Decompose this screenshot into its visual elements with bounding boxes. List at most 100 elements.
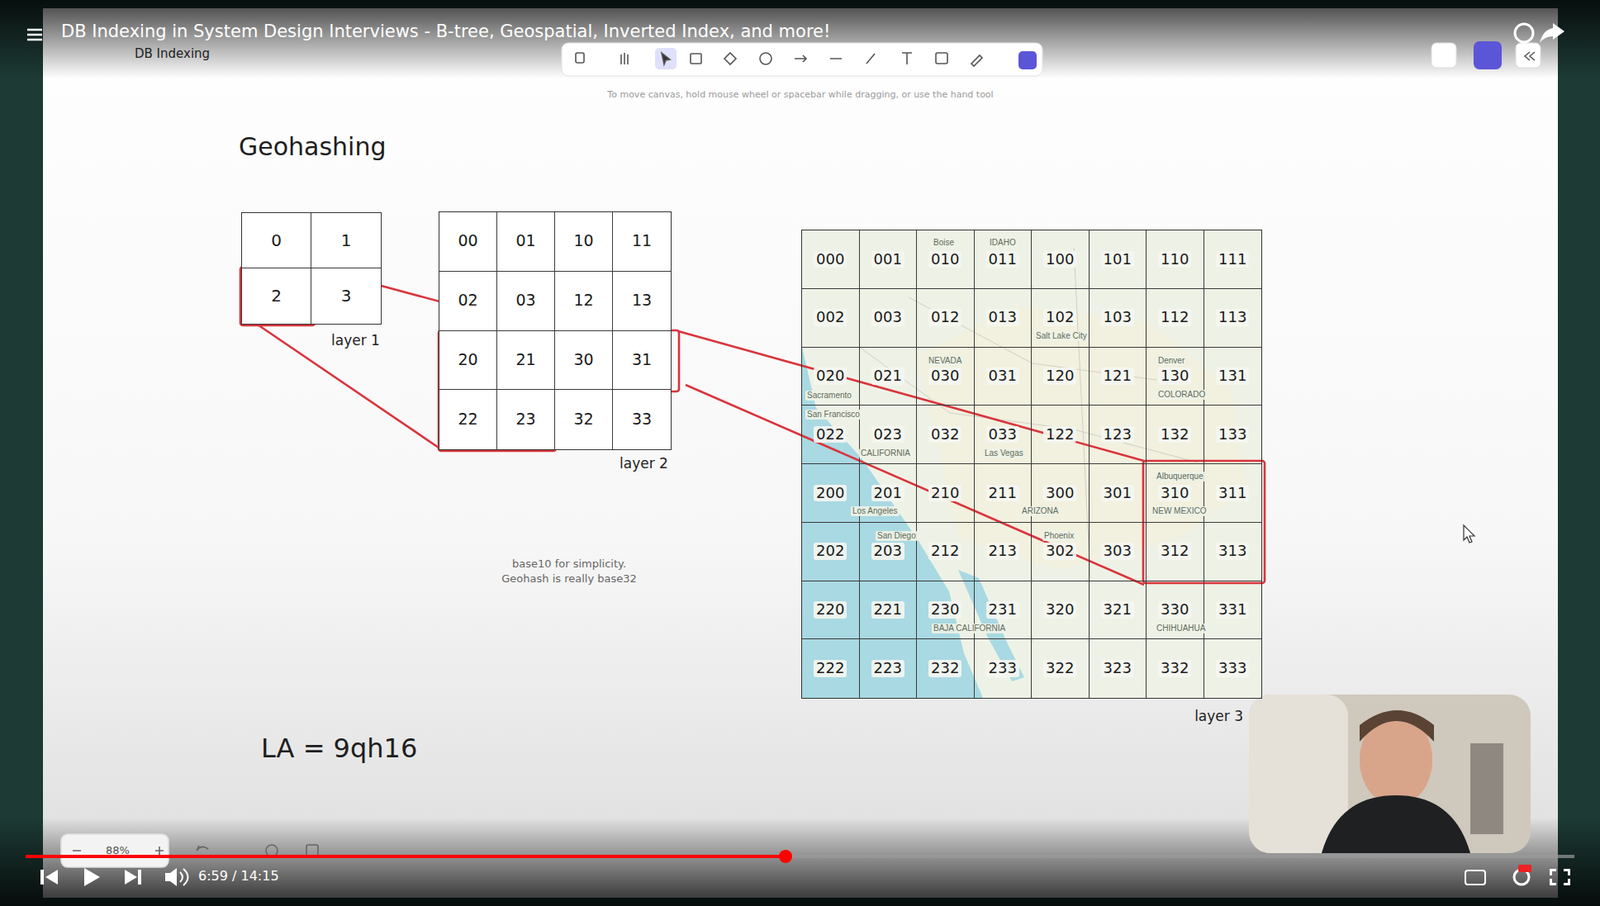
layer-label: layer 2: [619, 455, 669, 472]
cell-code: 302: [1043, 542, 1077, 561]
cell-code: 220: [813, 601, 847, 619]
cell-code: 031: [986, 367, 1020, 385]
example-hash: LA = 9qh16: [261, 733, 418, 765]
geohash-cell: 111: [1204, 230, 1263, 290]
geohash-cell: 213: [974, 522, 1033, 582]
cell-code: 010: [928, 251, 962, 269]
geohash-cell: 212: [916, 522, 975, 582]
map-label: Phoenix: [1042, 531, 1076, 542]
geohash-cell: 121: [1089, 347, 1148, 407]
cell-code: 0: [270, 231, 282, 251]
progress-track: [25, 854, 1575, 859]
geohash-cell: 101: [1089, 230, 1148, 290]
cell-code: 31: [631, 351, 652, 370]
cell-code: 310: [1158, 484, 1192, 503]
note: base10 for simplicity.: [512, 558, 627, 571]
cell-code: 01: [515, 232, 536, 251]
cell-code: 30: [573, 351, 594, 370]
geohash-cell: 103: [1089, 289, 1148, 348]
cell-code: 132: [1158, 426, 1192, 444]
map-label: BAJA CALIFORNIA: [931, 623, 1007, 634]
cell-code: 2: [270, 286, 282, 306]
cell-code: 213: [986, 542, 1020, 561]
cell-code: 20: [457, 351, 478, 370]
map-label: NEW MEXICO: [1150, 506, 1209, 517]
geohash-cell: 332: [1146, 639, 1205, 698]
geohash-cell: 3: [311, 268, 381, 324]
zoom-level: 88%: [105, 845, 130, 858]
cell-code: 012: [928, 308, 962, 327]
cell-code: 301: [1101, 484, 1135, 503]
cell-code: 131: [1215, 367, 1249, 385]
geohash-cell: 331: [1204, 581, 1263, 641]
geohash-cell: 013: [974, 289, 1033, 348]
cell-code: 00: [457, 232, 478, 251]
cell-code: 001: [871, 251, 905, 269]
geohash-cell: 220: [802, 581, 860, 641]
cell-code: 202: [813, 542, 847, 561]
geohash-cell: 122: [1031, 405, 1090, 465]
cell-code: 330: [1158, 601, 1192, 619]
geohash-cell: 0: [242, 213, 312, 269]
map-label: Sacramento: [805, 390, 854, 401]
cell-code: 10: [573, 232, 594, 251]
cell-code: 013: [986, 308, 1020, 327]
cell-code: 200: [813, 484, 847, 503]
cell-code: 110: [1158, 251, 1192, 269]
cell-code: 21: [515, 351, 536, 370]
geohash-cell: 021: [859, 347, 918, 407]
geohash-cell: 110: [1146, 230, 1205, 290]
cell-code: 331: [1215, 601, 1249, 619]
geohash-cell: 22: [439, 389, 498, 450]
cell-code: 133: [1215, 426, 1249, 444]
geohash-cell: 100: [1031, 230, 1090, 290]
cell-code: 321: [1101, 601, 1135, 619]
cell-code: 121: [1101, 367, 1135, 385]
geohash-cell: 00: [439, 212, 498, 272]
zoom-highlight: [240, 266, 1265, 585]
geohash-cell: 312: [1146, 522, 1205, 582]
cell-code: 033: [986, 426, 1020, 444]
cell-code: 022: [813, 426, 847, 444]
canvas-hint: To move canvas, hold mouse wheel or spac…: [607, 90, 993, 101]
cell-code: 11: [631, 232, 652, 251]
note: Geohash is really base32: [501, 573, 637, 586]
geohash-cell: 001: [859, 230, 918, 290]
time-code: 6:59 / 14:15: [198, 868, 280, 884]
cell-code: 000: [813, 251, 847, 269]
cell-code: 32: [573, 410, 594, 429]
cell-code: 13: [631, 291, 652, 310]
map-label: Albuquerque: [1154, 471, 1206, 482]
geohash-cell: 33: [612, 389, 671, 450]
geohash-cell: 1: [311, 213, 381, 269]
geohash-cell: 12: [555, 271, 613, 332]
cell-code: 210: [928, 484, 962, 503]
mouse-cursor: [1463, 525, 1475, 543]
menu-icon: [27, 29, 43, 40]
cell-code: 123: [1101, 426, 1135, 444]
geohash-cell: 113: [1204, 289, 1263, 348]
geohash-cell: 003: [859, 289, 918, 348]
cell-code: 130: [1158, 367, 1192, 385]
geohash-cell: 03: [497, 271, 556, 332]
geohash-cell: 233: [974, 639, 1033, 698]
geohash-cell: 321: [1089, 581, 1148, 641]
geohash-cell: 232: [916, 639, 975, 698]
cell-code: 021: [871, 367, 905, 385]
cell-code: 002: [813, 308, 847, 327]
geohash-cell: 032: [916, 405, 975, 465]
geohash-cell: 23: [497, 389, 556, 450]
cell-code: 320: [1043, 601, 1077, 619]
cell-code: 333: [1215, 659, 1249, 678]
top-right-icons: [1431, 23, 1565, 70]
board-name: DB Indexing: [134, 47, 210, 62]
tool-icons: [575, 47, 1037, 70]
geohash-cell: 323: [1089, 639, 1148, 698]
geohash-cell: 01: [497, 212, 556, 272]
geohash-cell: 133: [1204, 405, 1263, 465]
geohash-cell: 303: [1089, 522, 1148, 582]
cell-code: 230: [928, 601, 962, 619]
cell-code: 023: [871, 426, 905, 444]
cell-code: 120: [1043, 367, 1077, 385]
